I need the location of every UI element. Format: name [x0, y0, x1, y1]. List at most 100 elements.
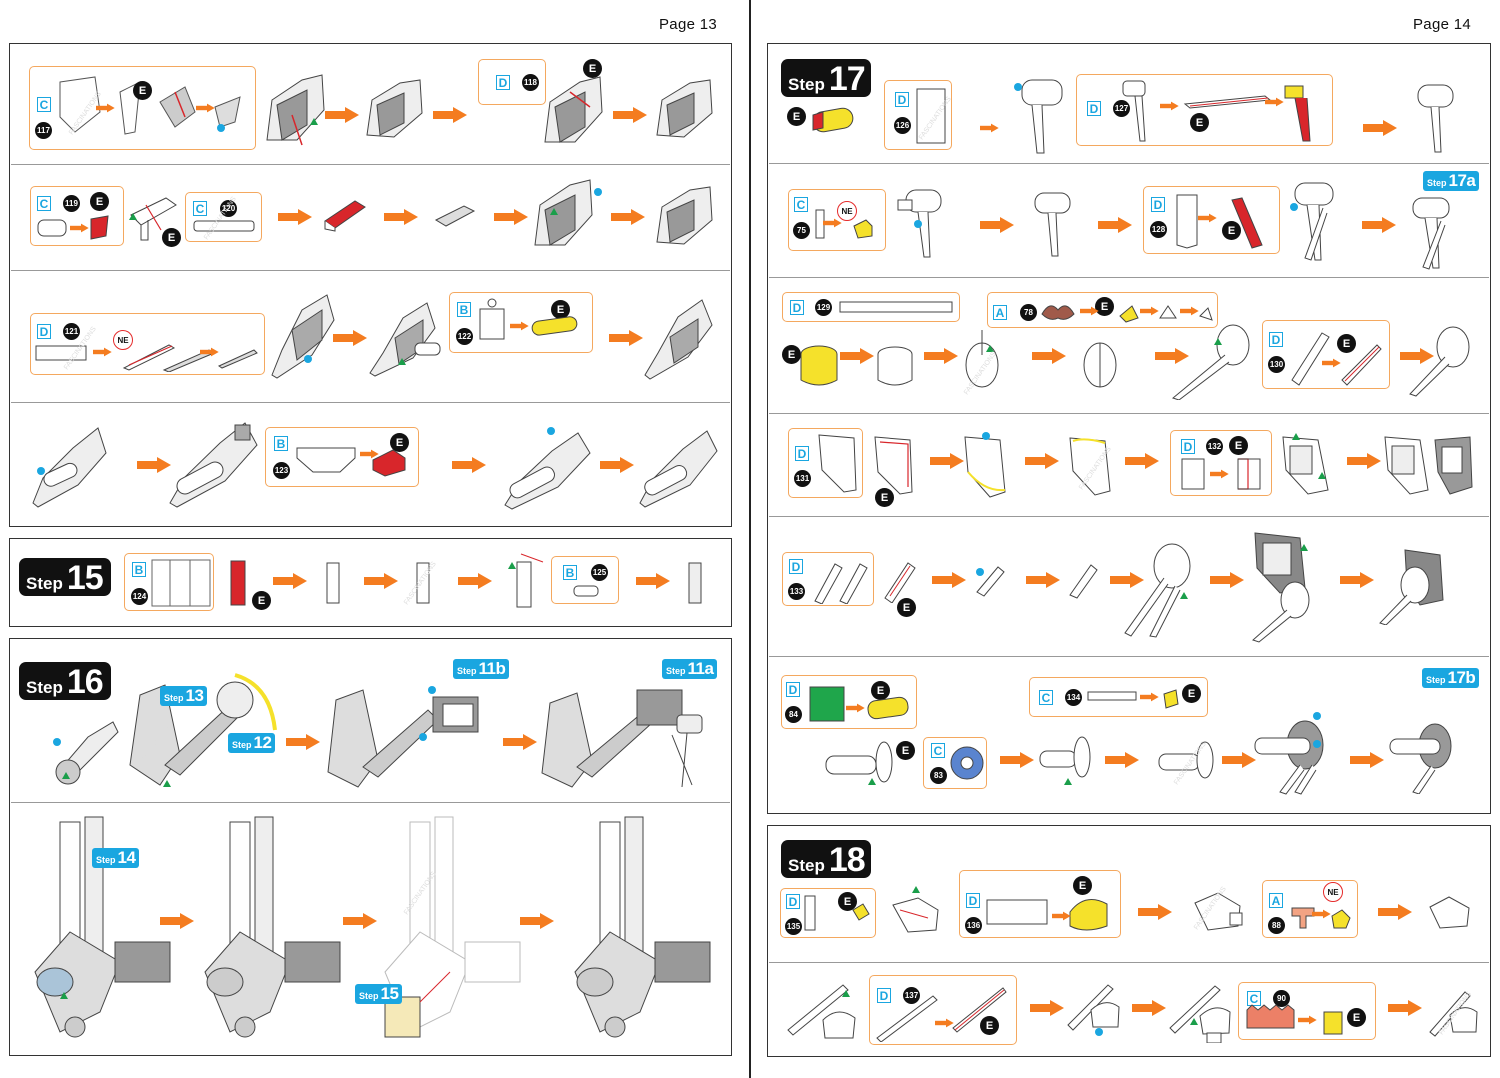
assembly-sketch — [1069, 437, 1111, 496]
step-word: Step — [1427, 178, 1447, 188]
assembly-sketch — [884, 562, 916, 603]
step-word: Step — [232, 740, 252, 750]
step-arrow — [286, 734, 320, 750]
craft-knife-icon: E — [1229, 436, 1248, 455]
part-132-sketch — [1181, 458, 1261, 490]
step-arrow — [1138, 904, 1172, 920]
green-triangle-marker — [1214, 338, 1222, 345]
part-number: 90 — [1273, 990, 1290, 1007]
assembly-sketch — [1124, 543, 1191, 638]
part-131-sketch — [818, 434, 857, 493]
part-number: 130 — [1268, 356, 1285, 373]
part-123-sketch — [296, 447, 406, 477]
step-17b-badge: Step 17b — [1422, 668, 1480, 688]
step-arrow — [1210, 469, 1229, 479]
step-17a-badge: Step 17a — [1423, 171, 1480, 191]
step-arrow — [503, 734, 537, 750]
assembly-sketch — [534, 179, 593, 246]
step-arrow — [494, 209, 528, 225]
step-arrow — [1400, 348, 1434, 364]
assembly-sketch — [1171, 324, 1250, 400]
part-124-sketch — [151, 559, 211, 607]
assembly-sketch — [688, 562, 702, 604]
green-triangle-marker — [310, 118, 318, 125]
part-134-sketch — [1087, 689, 1179, 709]
page-number-left: Page 13 — [659, 16, 717, 33]
blue-dot-marker — [914, 220, 922, 228]
row-divider — [11, 164, 730, 165]
assembly-sketch — [1158, 741, 1214, 779]
assembly-sketch — [434, 205, 476, 227]
part-133-sketch — [814, 563, 868, 604]
step-arrow — [1340, 572, 1374, 588]
part-number: 134 — [1065, 689, 1082, 706]
part-78-sketch — [1041, 305, 1213, 323]
step-arrow — [384, 209, 418, 225]
part-117-sketch — [59, 76, 241, 135]
part-number: 133 — [788, 583, 805, 600]
assembly-sketch — [266, 74, 325, 146]
assembly-sketch — [230, 560, 246, 606]
assembly-sketch — [1379, 549, 1444, 625]
assembly-sketch — [1384, 436, 1473, 495]
assembly-sketch — [1282, 436, 1329, 495]
step-18-badge: Step 18 — [781, 840, 871, 878]
step-arrow — [980, 123, 999, 133]
part-number: 126 — [894, 117, 911, 134]
green-triangle-marker — [1180, 592, 1188, 599]
assembly-sketch — [369, 302, 441, 377]
blue-dot-marker — [594, 188, 602, 196]
green-triangle-marker — [163, 780, 171, 787]
step-arrow — [1180, 306, 1199, 316]
no-glue-icon: NE — [1323, 882, 1343, 902]
blue-dot-marker — [1313, 740, 1321, 748]
step-arrow — [1350, 752, 1384, 768]
assembly-sketch — [964, 436, 1006, 498]
blue-dot-marker — [1095, 1028, 1103, 1036]
green-triangle-marker — [986, 345, 994, 352]
step-arrow — [1032, 348, 1066, 364]
assembly-sketch — [1069, 564, 1098, 599]
step-16-badge: Step 16 — [19, 662, 111, 700]
blue-dot-marker — [1014, 83, 1022, 91]
assembly-sketch — [129, 673, 277, 786]
assembly-sketch — [639, 430, 718, 508]
step-arrow — [932, 572, 966, 588]
part-83-sketch — [950, 746, 984, 780]
part-number: 88 — [1268, 917, 1285, 934]
step-arrow — [333, 330, 367, 346]
green-triangle-marker — [1318, 472, 1326, 479]
step-arrow — [1155, 348, 1189, 364]
step-arrow — [278, 209, 312, 225]
blue-dot-marker — [304, 355, 312, 363]
part-number: 83 — [930, 767, 947, 784]
row-divider — [11, 802, 730, 803]
sheet-letter: D — [786, 894, 800, 909]
sheet-letter: D — [895, 92, 909, 107]
sheet-letter: D — [786, 682, 800, 697]
step-arrow — [600, 457, 634, 473]
part-number: 122 — [456, 328, 473, 345]
step-arrow — [611, 209, 645, 225]
green-triangle-marker — [842, 990, 850, 997]
assembly-sketch — [1067, 984, 1120, 1031]
step-arrow — [510, 321, 529, 331]
green-triangle-marker — [60, 992, 68, 999]
blue-dot-marker — [1290, 203, 1298, 211]
step-16-frame — [9, 638, 732, 1056]
step-number: 11b — [478, 659, 506, 678]
assembly-sketch — [1194, 892, 1243, 931]
assembly-sketch — [34, 816, 171, 1038]
part-130-sketch — [1291, 332, 1382, 386]
green-triangle-marker — [1300, 544, 1308, 551]
step-13-ref-badge: Step 13 — [160, 686, 208, 706]
assembly-sketch — [1389, 723, 1452, 794]
blue-dot-marker — [976, 568, 984, 576]
sheet-letter: A — [1269, 893, 1283, 908]
sheet-letter: D — [1269, 332, 1283, 347]
part-129-sketch — [839, 301, 953, 313]
craft-knife-icon: E — [1073, 876, 1092, 895]
sheet-letter: C — [193, 201, 207, 216]
sheet-letter: D — [877, 988, 891, 1003]
step-arrow — [364, 573, 398, 589]
